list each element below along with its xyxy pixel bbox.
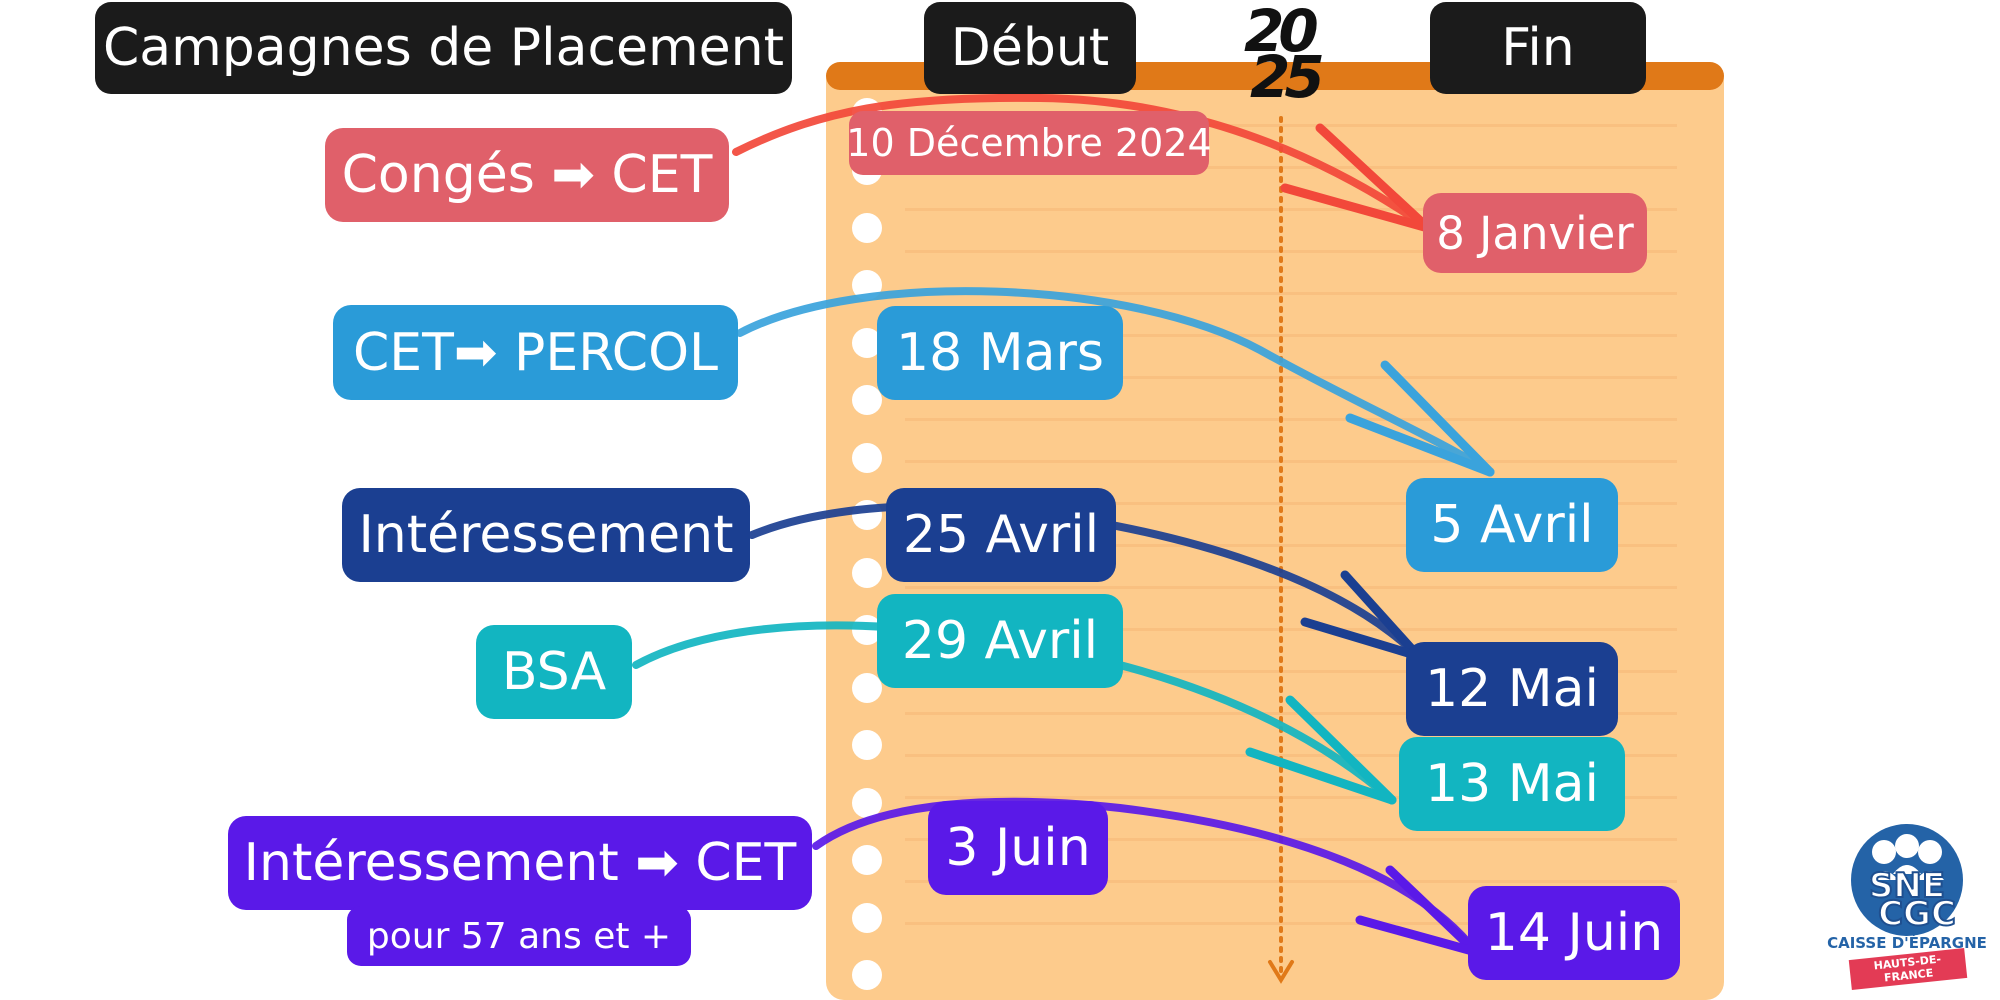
logo-cgc: CGC bbox=[1877, 893, 1957, 935]
title-header: Campagnes de Placement bbox=[95, 2, 792, 94]
arrowhead-4-1 bbox=[1285, 695, 1397, 805]
year-bottom: 25 bbox=[1250, 43, 1325, 111]
start-date-bsa: 29 Avril bbox=[877, 594, 1123, 688]
end-date-cet-percol: 5 Avril bbox=[1406, 478, 1618, 572]
logo-caisse-epargne: CAISSE D'ÉPARGNE bbox=[1827, 934, 1987, 952]
start-date-interessement: 25 Avril bbox=[886, 488, 1116, 582]
logo-people-icon bbox=[1851, 824, 1963, 936]
year-top: 20 bbox=[1244, 0, 1319, 65]
arrow-5 bbox=[812, 797, 1480, 956]
campaign-label-cet-percol: CET➡ PERCOL bbox=[333, 305, 738, 400]
sne-cgc-logo: SNE CGC CAISSE D'ÉPARGNE HAUTS-DE-FRANCE bbox=[1826, 818, 1988, 990]
campaign-label-interessement-cet: Intéressement ➡ CET bbox=[228, 816, 812, 910]
campaign-label-interessement: Intéressement bbox=[342, 488, 750, 582]
end-header: Fin bbox=[1430, 2, 1646, 94]
end-date-bsa: 13 Mai bbox=[1399, 737, 1625, 831]
end-date-interessement: 12 Mai bbox=[1406, 642, 1618, 736]
arrowhead-3-2 bbox=[1300, 617, 1423, 661]
campaign-label-conges-cet: Congés ➡ CET bbox=[325, 128, 729, 222]
arrowhead-4-2 bbox=[1245, 747, 1397, 805]
arrowhead-1-2 bbox=[1280, 183, 1433, 233]
start-header: Début bbox=[924, 2, 1136, 94]
start-date-conges-cet: 10 Décembre 2024 bbox=[846, 111, 1212, 175]
campaign-sublabel-age: pour 57 ans et + bbox=[347, 906, 691, 966]
arrowhead-5-1 bbox=[1385, 865, 1481, 957]
campaign-label-bsa: BSA bbox=[476, 625, 632, 719]
arrowhead-5-2 bbox=[1355, 915, 1481, 957]
start-date-cet-percol: 18 Mars bbox=[877, 306, 1123, 400]
arrowhead-2-2 bbox=[1345, 413, 1495, 477]
arrowhead-1-1 bbox=[1315, 123, 1433, 233]
end-date-conges-cet: 8 Janvier bbox=[1423, 193, 1647, 273]
end-date-interessement-cet: 14 Juin bbox=[1468, 886, 1680, 980]
arrowhead-2-1 bbox=[1380, 360, 1495, 477]
arrow-1 bbox=[732, 93, 1432, 232]
start-date-interessement-cet: 3 Juin bbox=[928, 801, 1108, 895]
logo-sne: SNE bbox=[1868, 865, 1946, 907]
arrow-2 bbox=[736, 287, 1494, 476]
arrowhead-3-1 bbox=[1340, 570, 1423, 661]
